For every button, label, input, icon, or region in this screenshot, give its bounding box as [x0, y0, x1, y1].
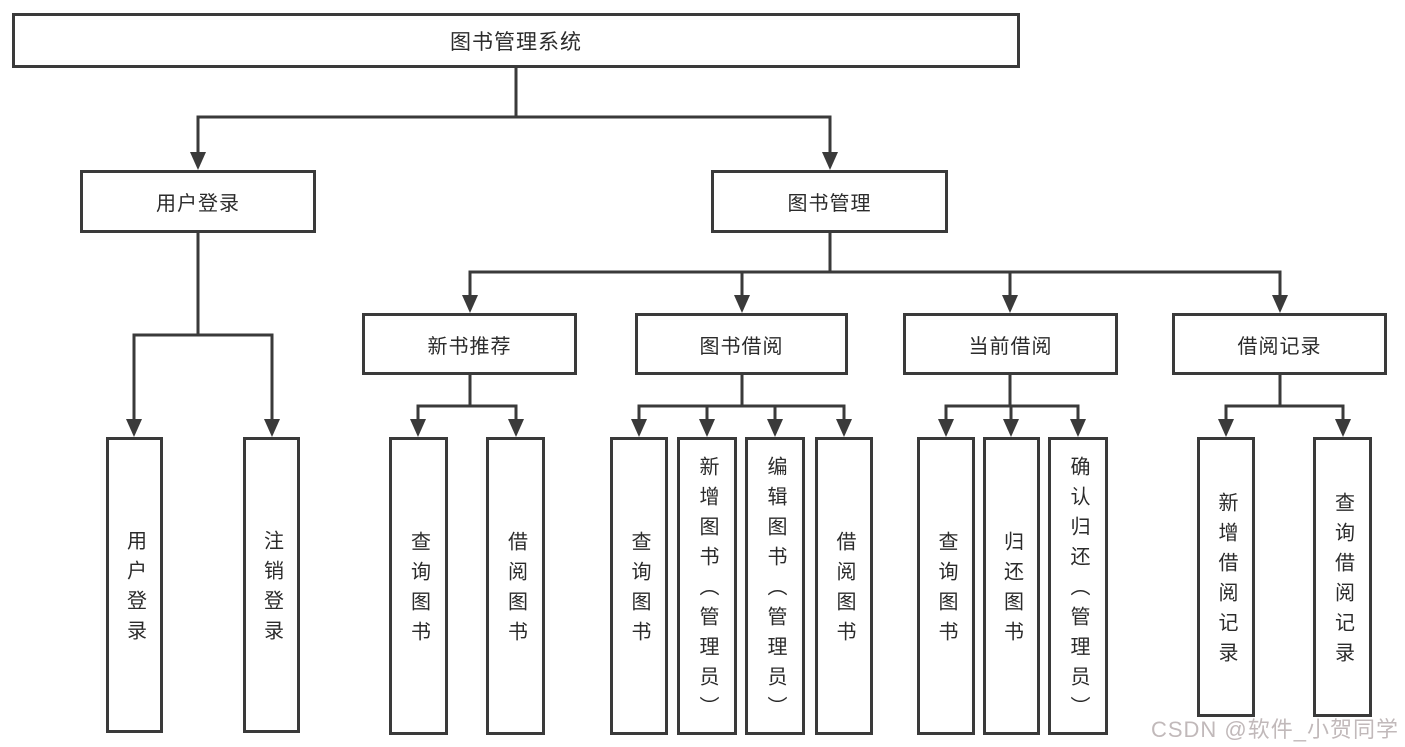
- node-label: 编辑图书（管理员）: [764, 456, 786, 726]
- node-book-borrow: 图书借阅: [635, 313, 848, 375]
- node-user-login: 用户登录: [80, 170, 316, 233]
- arrowhead-icon: [1272, 295, 1288, 313]
- arrowhead-icon: [190, 152, 206, 170]
- node-query-books-recommend: 查询图书: [389, 437, 448, 735]
- arrowhead-icon: [938, 419, 954, 437]
- node-add-book-admin: 新增图书（管理员）: [677, 437, 737, 735]
- node-return-books: 归还图书: [983, 437, 1040, 735]
- arrowhead-icon: [462, 295, 478, 313]
- node-label: 借阅记录: [1237, 335, 1322, 358]
- node-label: 查询图书: [407, 531, 430, 651]
- node-label: 图书管理: [787, 193, 872, 215]
- node-query-borrow-record: 查询借阅记录: [1313, 437, 1372, 717]
- node-label: 注销登录: [260, 530, 283, 650]
- node-edit-book-admin: 编辑图书（管理员）: [745, 437, 805, 735]
- node-label: 新增图书（管理员）: [696, 456, 718, 726]
- node-label: 当前借阅: [968, 335, 1053, 358]
- connector-book-management-split: [462, 231, 1288, 313]
- node-logout: 注销登录: [243, 437, 300, 733]
- connector-current-borrow-split: [938, 373, 1086, 437]
- node-label: 查询借阅记录: [1331, 492, 1354, 672]
- arrowhead-icon: [822, 152, 838, 170]
- arrowhead-icon: [767, 419, 783, 437]
- node-new-book-recommend: 新书推荐: [362, 313, 577, 375]
- connector-book-borrow-split: [631, 373, 852, 437]
- node-query-books-current: 查询图书: [917, 437, 975, 735]
- arrowhead-icon: [836, 419, 852, 437]
- node-label: 图书借阅: [699, 335, 784, 358]
- node-label: 查询图书: [935, 531, 957, 651]
- node-borrow-books-recommend: 借阅图书: [486, 437, 545, 735]
- node-library-system: 图书管理系统: [12, 13, 1020, 68]
- node-confirm-return-admin: 确认归还（管理员）: [1048, 437, 1108, 735]
- arrowhead-icon: [1335, 419, 1351, 437]
- node-label: 借阅图书: [504, 531, 527, 651]
- node-borrow-records: 借阅记录: [1172, 313, 1387, 375]
- arrowhead-icon: [1003, 419, 1019, 437]
- arrowhead-icon: [1070, 419, 1086, 437]
- arrowhead-icon: [508, 419, 524, 437]
- connector-borrow-records-split: [1218, 373, 1351, 437]
- node-label: 借阅图书: [833, 531, 855, 651]
- arrowhead-icon: [734, 295, 750, 313]
- node-borrow-books-leaf: 借阅图书: [815, 437, 873, 735]
- connector-user-login-split: [126, 231, 280, 437]
- arrowhead-icon: [264, 419, 280, 437]
- node-label: 查询图书: [628, 531, 650, 651]
- node-current-borrow: 当前借阅: [903, 313, 1118, 375]
- watermark: CSDN @软件_小贺同学: [1150, 717, 1399, 742]
- node-book-management: 图书管理: [711, 170, 948, 233]
- connector-root-split: [190, 66, 838, 170]
- arrowhead-icon: [1002, 295, 1018, 313]
- arrowhead-icon: [631, 419, 647, 437]
- node-label: 归还图书: [1000, 531, 1023, 651]
- node-label: 图书管理系统: [450, 30, 582, 54]
- arrowhead-icon: [1218, 419, 1234, 437]
- arrowhead-icon: [410, 419, 426, 437]
- arrowhead-icon: [126, 419, 142, 437]
- node-label: 新增借阅记录: [1215, 492, 1237, 672]
- connector-new-book-recommend-split: [410, 373, 524, 437]
- arrowhead-icon: [699, 419, 715, 437]
- node-label: 用户登录: [123, 530, 146, 650]
- node-label: 新书推荐: [427, 335, 512, 358]
- node-user-login-leaf: 用户登录: [106, 437, 163, 733]
- node-label: 用户登录: [156, 193, 240, 215]
- node-label: 确认归还（管理员）: [1067, 456, 1089, 726]
- node-query-books-borrow: 查询图书: [610, 437, 668, 735]
- node-add-borrow-record: 新增借阅记录: [1197, 437, 1255, 717]
